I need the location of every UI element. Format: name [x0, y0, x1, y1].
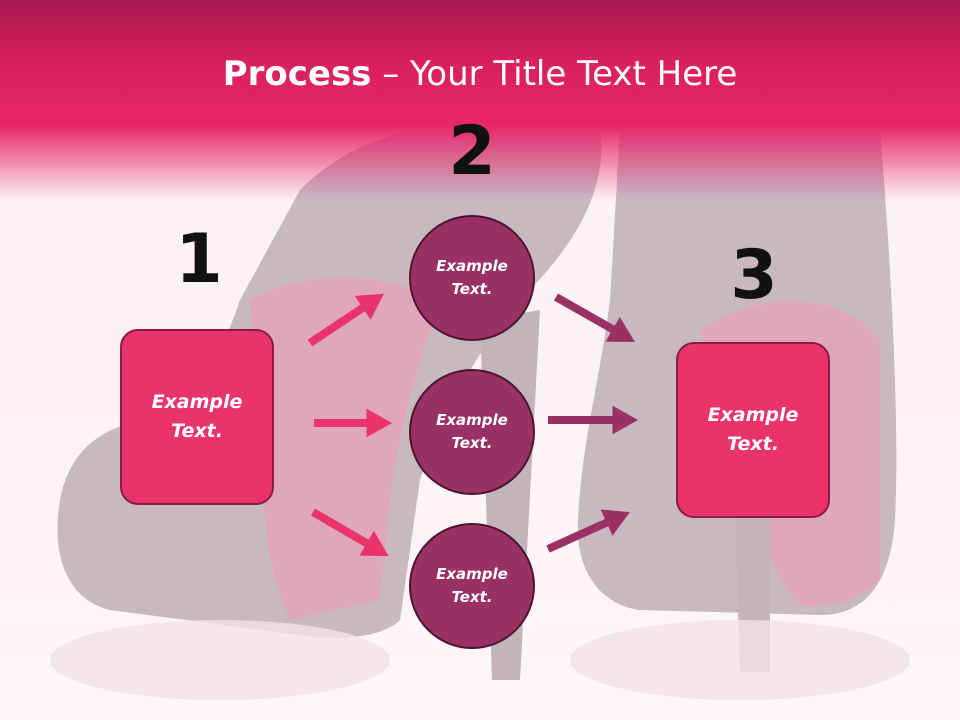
circle-2-text: Example Text. — [436, 411, 508, 452]
circle-1-text: Example Text. — [436, 257, 508, 298]
title-bold: Process — [222, 54, 372, 94]
arrow-box1-to-circle3 — [310, 508, 389, 557]
step-2-circle-2: Example Text. — [409, 369, 535, 495]
step-3-box: Example Text. — [676, 342, 830, 518]
step-number-3: 3 — [730, 236, 778, 315]
header-band — [0, 0, 960, 200]
arrow-circle1-to-box3 — [554, 293, 635, 342]
step-1-box: Example Text. — [120, 329, 274, 505]
title-rest: – Your Title Text Here — [371, 54, 738, 94]
circle-3-text: Example Text. — [436, 565, 508, 606]
step-3-text: Example Text. — [707, 404, 799, 455]
step-2-circle-3: Example Text. — [409, 523, 535, 649]
step-1-text: Example Text. — [151, 391, 243, 442]
arrow-circle3-to-box3 — [546, 509, 630, 553]
slide-title: Process – Your Title Text Here — [0, 54, 960, 94]
arrow-box1-to-circle1 — [307, 293, 384, 347]
step-number-1: 1 — [175, 220, 223, 299]
step-number-2: 2 — [448, 112, 496, 191]
step-2-circle-1: Example Text. — [409, 215, 535, 341]
